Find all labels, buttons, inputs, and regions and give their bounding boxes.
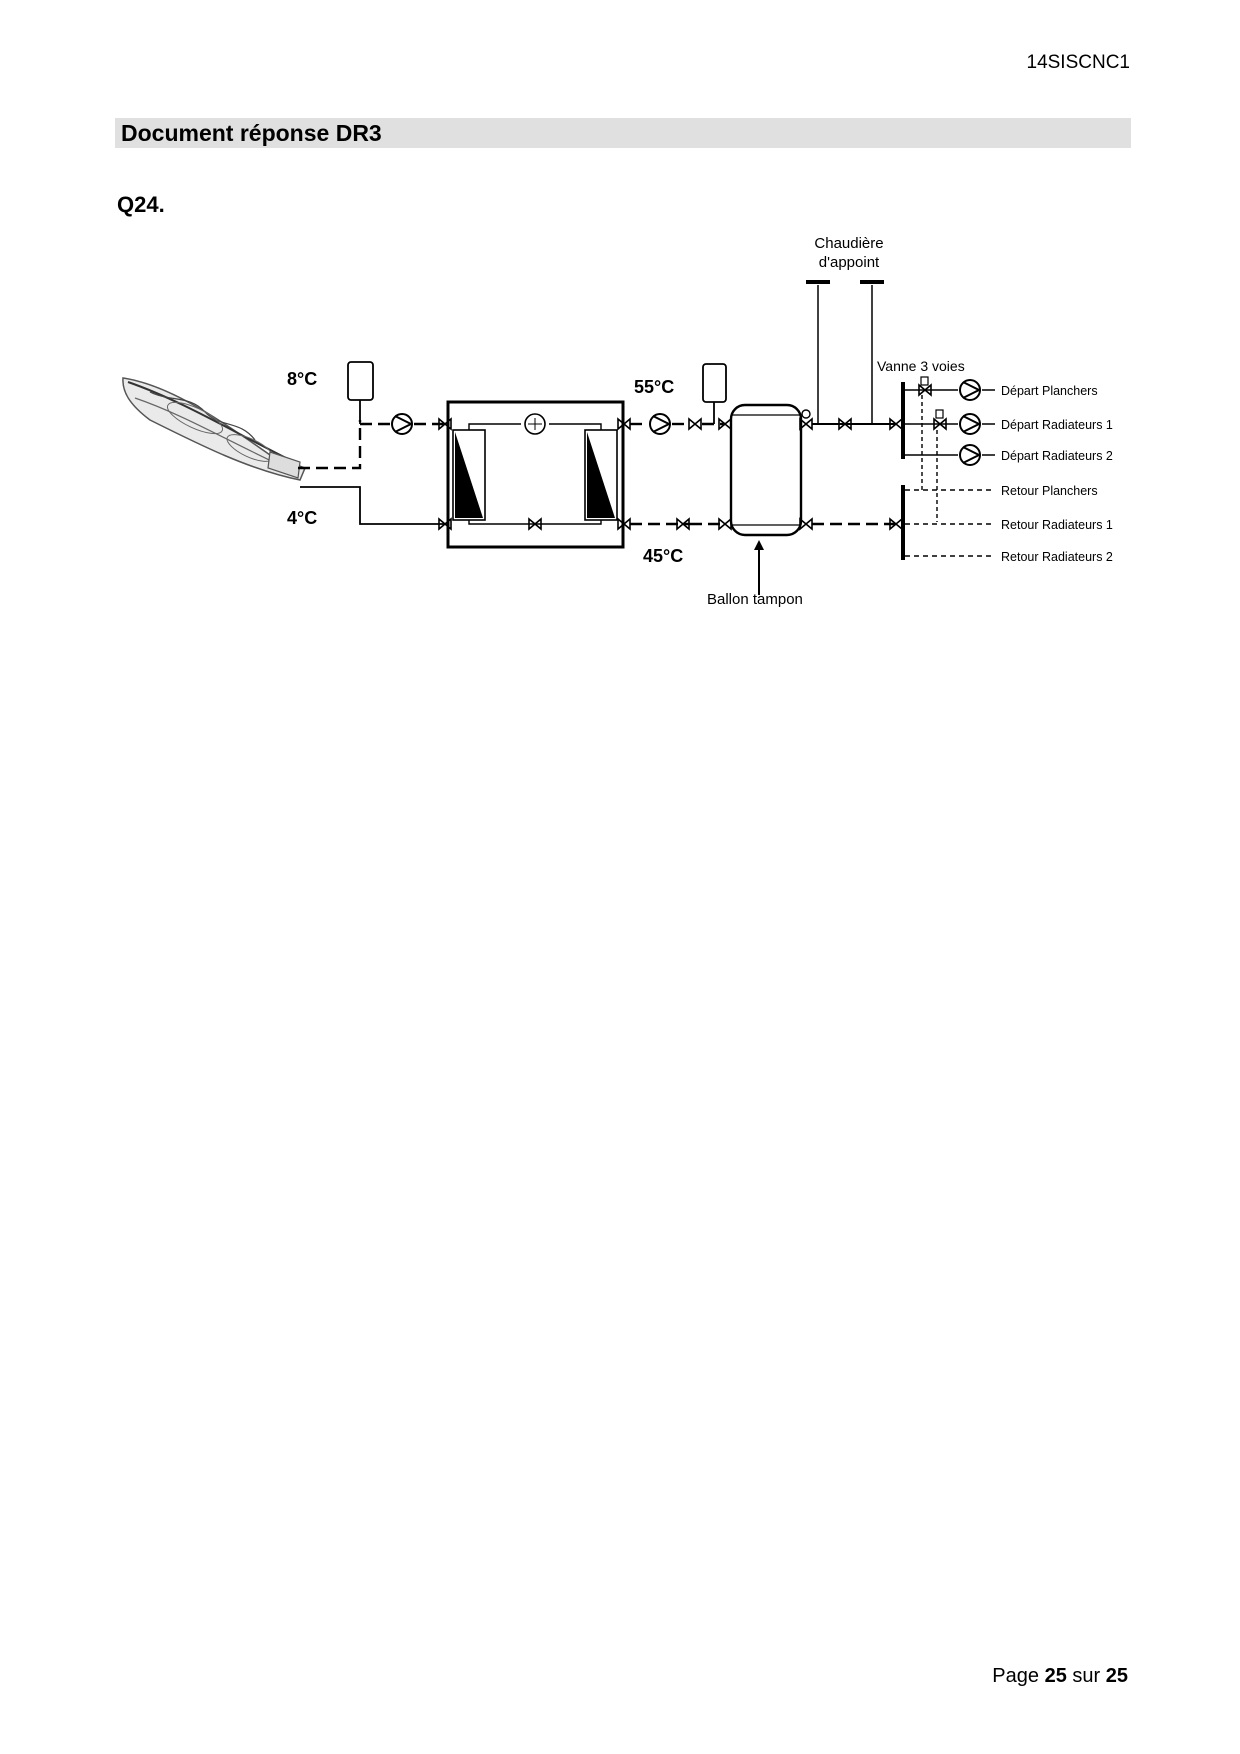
question-number: Q24. <box>117 192 165 217</box>
chaudiere-label: Chaudière <box>814 235 883 252</box>
page-number: 25 <box>1044 1665 1067 1687</box>
retour-planchers-label: Retour Planchers <box>1001 484 1098 498</box>
depart-planchers-label: Départ Planchers <box>1001 384 1098 398</box>
chaudiere-label-line2: d'appoint <box>819 254 880 271</box>
pump-icon <box>959 413 981 435</box>
document-code: 14SISCNC1 <box>1026 52 1131 73</box>
temp-label-45c: 45°C <box>643 546 683 566</box>
check-valve-icon <box>688 418 702 430</box>
depart-radiateurs2-label: Départ Radiateurs 2 <box>1001 449 1113 463</box>
solar-collector-icon <box>122 377 306 481</box>
pump-icon <box>649 413 671 435</box>
depart-radiateurs1-label: Départ Radiateurs 1 <box>1001 418 1113 432</box>
retour-radiateurs1-label: Retour Radiateurs 1 <box>1001 518 1113 532</box>
expansion-tank-icon <box>702 363 727 424</box>
pump-icon <box>959 379 981 401</box>
ballon-tampon-label: Ballon tampon <box>707 591 803 608</box>
vanne-label: Vanne 3 voies <box>877 358 965 374</box>
page-separator: sur <box>1072 1665 1101 1687</box>
temp-label-4c: 4°C <box>287 508 317 528</box>
pump-icon <box>391 413 413 435</box>
section-header: Document réponse DR3 <box>115 118 1131 148</box>
page-total: 25 <box>1105 1665 1128 1687</box>
temp-label-55c: 55°C <box>634 377 674 397</box>
section-title: Document réponse DR3 <box>121 120 382 146</box>
heat-pump-unit <box>438 400 631 549</box>
expansion-tank-icon <box>347 361 374 424</box>
temp-label-8c: 8°C <box>287 369 317 389</box>
return-manifold <box>901 485 905 560</box>
retour-radiateurs2-label: Retour Radiateurs 2 <box>1001 550 1113 564</box>
page-footer: Page 25 sur 25 <box>992 1665 1128 1688</box>
buffer-tank <box>729 403 811 537</box>
supply-manifold <box>901 382 905 459</box>
pump-icon <box>959 444 981 466</box>
page-prefix: Page <box>992 1665 1040 1687</box>
